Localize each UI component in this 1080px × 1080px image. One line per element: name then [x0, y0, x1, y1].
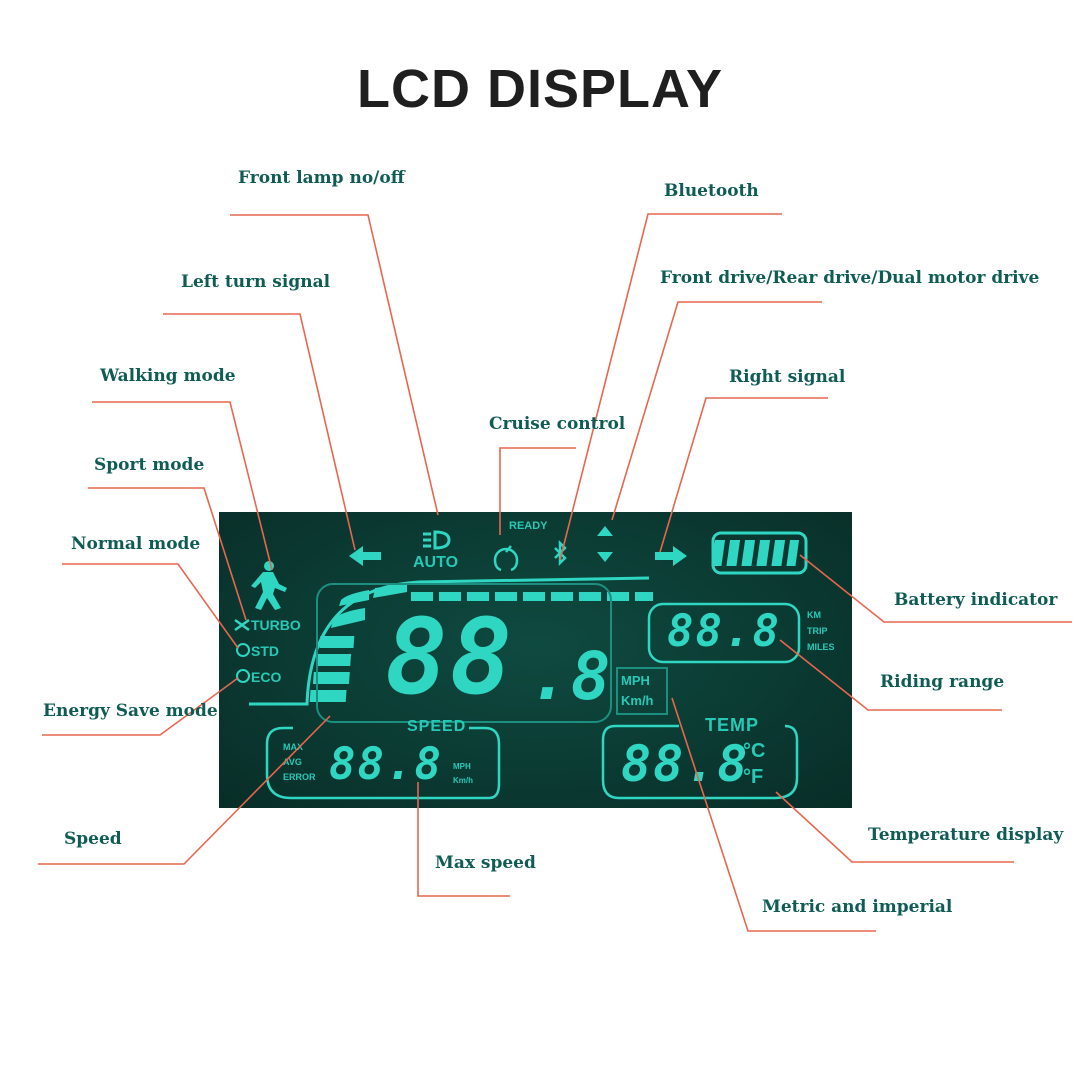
ready-label: READY [509, 520, 548, 532]
leader-metric [671, 697, 876, 932]
temp-frame [601, 724, 799, 800]
leader-cruise [499, 447, 576, 535]
auto-label: AUTO [413, 554, 459, 571]
trip-label: TRIP [807, 626, 828, 636]
leader-bluetooth [559, 213, 782, 561]
km-label: KM [807, 610, 821, 620]
left-turn-arrow-icon [349, 546, 381, 566]
callout-metric: Metric and imperial [762, 897, 953, 917]
callout-bluetooth: Bluetooth [664, 181, 759, 201]
speed-bar-gauge [309, 584, 653, 702]
main-display-frame [316, 583, 612, 723]
cruise-control-icon [493, 545, 519, 572]
temp-digits: 88.8 [621, 735, 750, 793]
callout-riding-range: Riding range [880, 672, 1005, 692]
eco-indicator-icon [236, 669, 250, 683]
leader-front-lamp [230, 214, 439, 516]
callout-max-speed: Max speed [435, 853, 536, 873]
leader-speed [38, 715, 331, 865]
max-speed-frame [265, 726, 501, 800]
callout-energy-save: Energy Save mode [43, 701, 218, 721]
callout-normal: Normal mode [71, 534, 201, 554]
leader-walking [92, 401, 273, 571]
mph-label: MPH [621, 673, 650, 688]
right-turn-arrow-icon [655, 546, 687, 566]
main-speed-decimal: .8 [529, 638, 613, 715]
leader-right-signal [659, 397, 828, 553]
std-indicator-icon [236, 643, 250, 657]
error-label: ERROR [283, 772, 316, 782]
callout-speed: Speed [64, 829, 122, 849]
leader-temperature [775, 791, 1014, 863]
callout-drive: Front drive/Rear drive/Dual motor drive [660, 268, 1040, 288]
avg-label: AVG [283, 757, 302, 767]
lcd-graphics [234, 526, 808, 800]
fahrenheit-label: °F [743, 766, 764, 788]
miles-label: MILES [807, 642, 835, 652]
max-speed-digits: 88.8 [329, 739, 443, 790]
main-speed-digits: 88 [385, 596, 515, 718]
range-digits: 88.8 [667, 606, 781, 657]
kmh-label: Km/h [621, 693, 654, 708]
leader-riding-range [779, 639, 1002, 711]
callout-right-signal: Right signal [729, 367, 846, 387]
rear-drive-arrow-icon [597, 552, 613, 562]
page-title: LCD DISPLAY [356, 59, 724, 119]
callout-cruise: Cruise control [489, 414, 626, 434]
callout-front-lamp: Front lamp no/off [238, 168, 405, 188]
std-label: STD [251, 643, 279, 659]
max-label: MAX [283, 742, 303, 752]
celsius-label: °C [743, 740, 766, 762]
small-mph-label: MPH [453, 762, 471, 771]
turbo-label: TURBO [251, 617, 301, 633]
leader-battery [799, 554, 1072, 623]
callout-battery: Battery indicator [894, 590, 1058, 610]
speed-label: SPEED [407, 718, 467, 735]
leader-max-speed [417, 782, 510, 897]
leader-normal [62, 563, 239, 649]
callout-left-turn: Left turn signal [181, 272, 331, 292]
range-frame [647, 602, 801, 664]
battery-icon [711, 531, 808, 575]
leader-energy-save [42, 677, 239, 736]
temp-label: TEMP [705, 715, 760, 735]
headlamp-icon [423, 530, 451, 550]
unit-box [616, 667, 668, 715]
callout-temperature: Temperature display [868, 825, 1064, 845]
leader-sport [88, 487, 247, 621]
callout-sport: Sport mode [94, 455, 205, 475]
small-kmh-label: Km/h [453, 776, 473, 785]
leader-left-turn [163, 313, 356, 551]
lcd-panel: AUTO READY TURBO STD ECO 88 .8 MPH Km/h … [219, 512, 852, 808]
eco-label: ECO [251, 669, 282, 685]
callout-walking: Walking mode [100, 366, 236, 386]
leader-drive [611, 301, 822, 521]
front-drive-arrow-icon [597, 526, 613, 536]
turbo-indicator-icon [234, 618, 250, 632]
